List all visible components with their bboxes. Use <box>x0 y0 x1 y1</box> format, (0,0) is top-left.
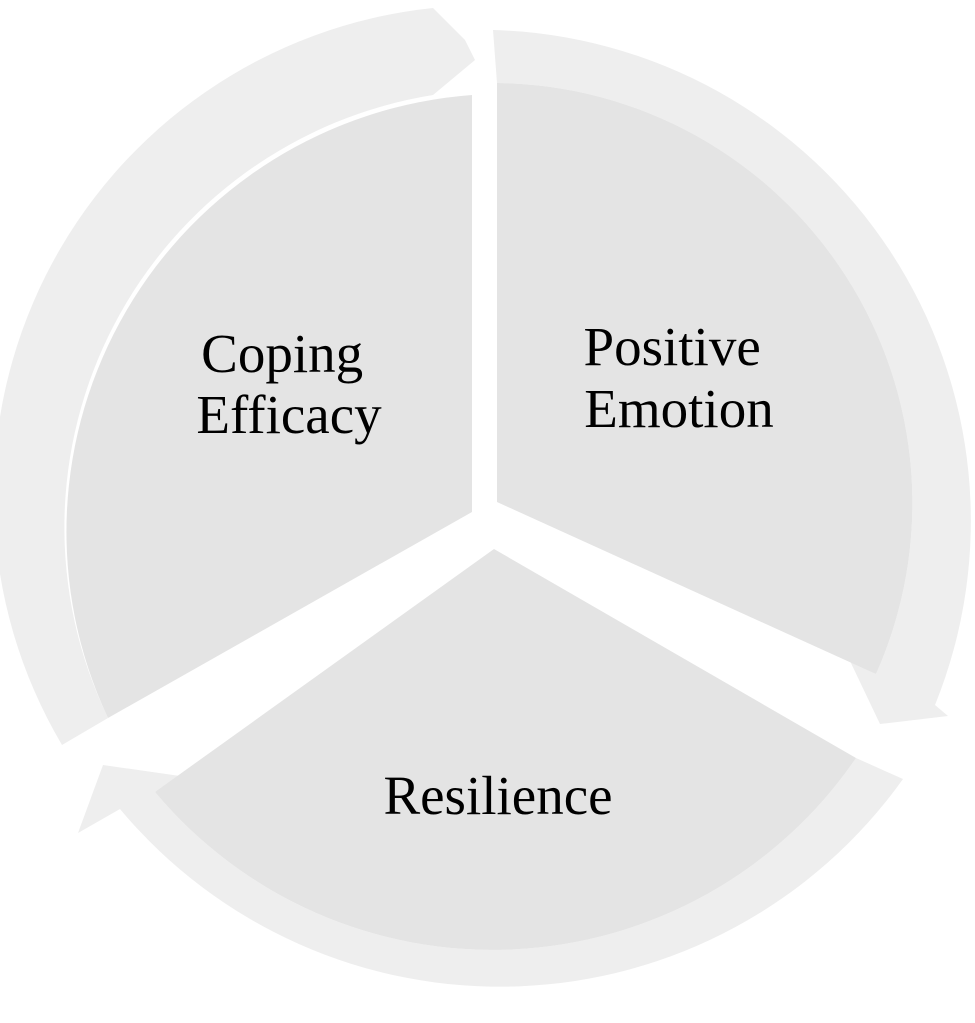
segment-coping-efficacy <box>66 95 472 718</box>
resilience-label: Resilience <box>383 765 612 826</box>
segment-positive-emotion <box>497 83 913 674</box>
resilience-label-line-1: Resilience <box>383 765 612 826</box>
cycle-arrows <box>0 8 971 987</box>
segment-labels: Coping Efficacy Positive Emotion Resilie… <box>196 316 775 826</box>
positive-emotion-label-line-2: Emotion <box>584 378 773 439</box>
arrow-to-coping-efficacy <box>78 758 903 987</box>
positive-emotion-label-line-1: Positive <box>584 316 761 377</box>
coping-efficacy-label-line-1: Coping <box>201 323 363 384</box>
arrow-to-positive-emotion <box>0 8 475 745</box>
segment-resilience <box>155 549 856 950</box>
pie-segments <box>66 83 913 950</box>
arrow-to-resilience <box>493 30 971 724</box>
positive-emotion-label: Positive Emotion <box>584 316 775 439</box>
coping-efficacy-label: Coping Efficacy <box>196 323 382 445</box>
coping-efficacy-label-line-2: Efficacy <box>196 384 382 445</box>
